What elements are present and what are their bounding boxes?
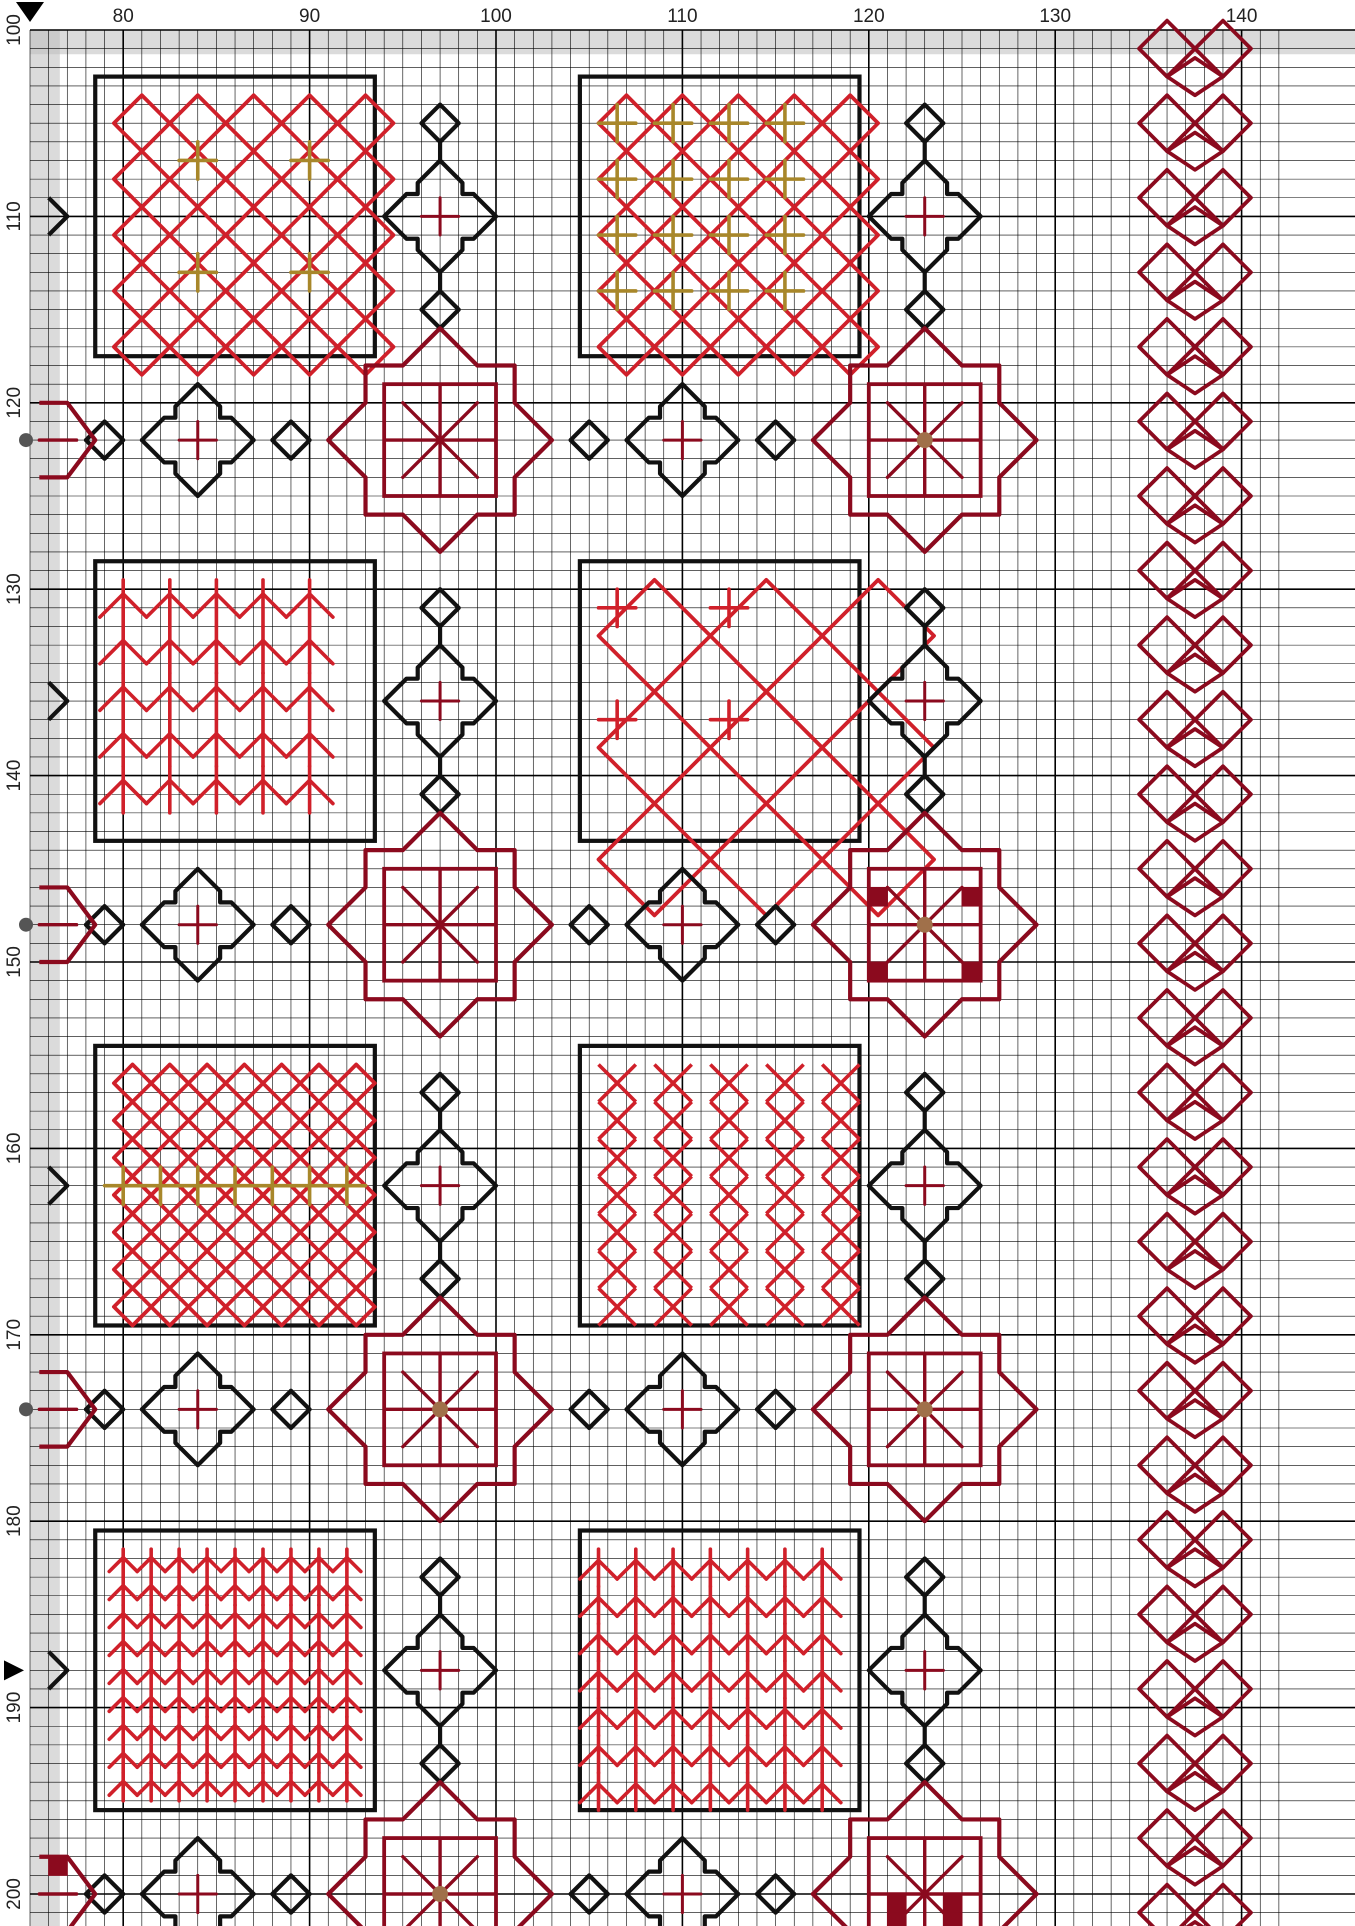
y-tick-label: 100 — [4, 14, 25, 46]
y-tick-label: 130 — [4, 573, 25, 605]
bead — [917, 917, 933, 933]
solid-block — [49, 1857, 68, 1876]
left-dot-marker — [19, 1402, 33, 1416]
y-tick-label: 120 — [4, 387, 25, 419]
left-margin-shade — [30, 30, 60, 1926]
x-tick-label: 110 — [667, 6, 697, 27]
x-tick-label: 120 — [853, 6, 885, 27]
y-tick-label: 150 — [4, 946, 25, 978]
x-tick-label: 100 — [480, 6, 512, 27]
solid-block — [869, 962, 888, 981]
solid-block — [943, 1913, 962, 1926]
bead — [917, 1401, 933, 1417]
solid-block — [869, 887, 888, 906]
y-tick-label: 190 — [4, 1692, 25, 1724]
x-tick-label: 130 — [1039, 6, 1071, 27]
solid-block — [962, 962, 981, 981]
bead — [917, 432, 933, 448]
solid-block — [887, 1913, 906, 1926]
left-dot-marker — [19, 433, 33, 447]
x-tick-label: 140 — [1226, 6, 1258, 27]
y-tick-label: 180 — [4, 1505, 25, 1537]
y-tick-label: 170 — [4, 1319, 25, 1351]
solid-block — [887, 1894, 906, 1913]
solid-block — [962, 887, 981, 906]
left-dot-marker — [19, 918, 33, 932]
y-tick-label: 110 — [4, 201, 25, 231]
y-tick-label: 160 — [4, 1133, 25, 1165]
x-tick-label: 90 — [299, 6, 320, 27]
y-tick-label: 140 — [4, 760, 25, 792]
x-tick-label: 80 — [113, 6, 134, 27]
solid-block — [943, 1894, 962, 1913]
bead — [432, 1886, 448, 1902]
y-tick-label: 200 — [4, 1878, 25, 1910]
bead — [432, 1401, 448, 1417]
